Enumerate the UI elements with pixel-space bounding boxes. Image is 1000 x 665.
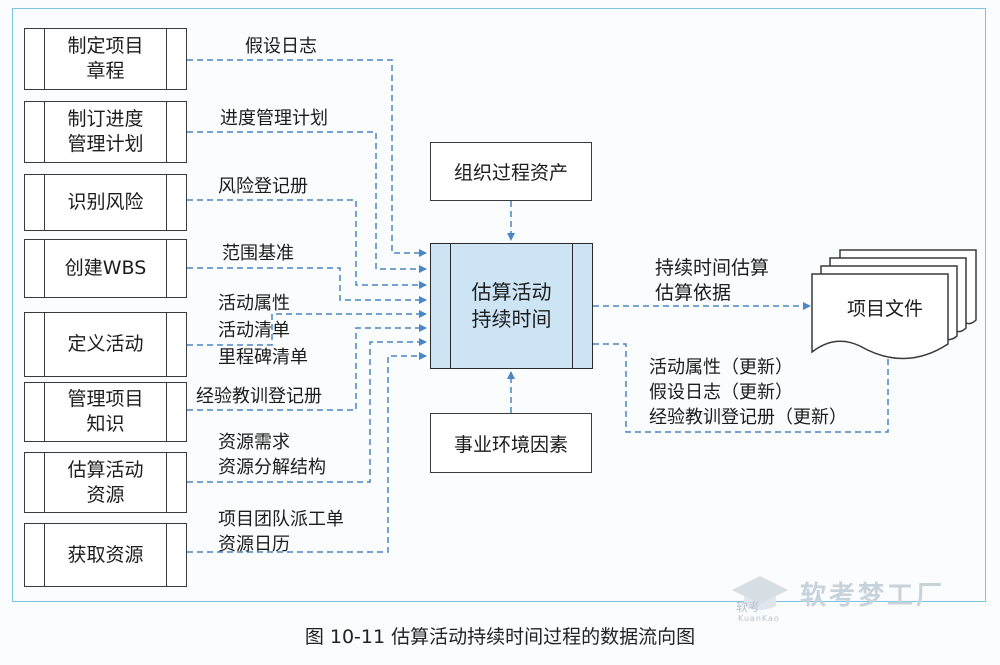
flow-line-schedule-plan [187,131,427,273]
figure-caption: 图 10-11 估算活动持续时间过程的数据流向图 [304,626,696,648]
flow-line-acquire [187,352,427,553]
flow-line-activity [187,310,427,346]
project-documents-icon [811,249,977,360]
flow-line-output-update [593,343,892,433]
flow-label-3: 范围基准 [222,243,294,264]
input-process-6: 估算活动 资源 [24,452,187,513]
output-main-label: 持续时间估算 估算依据 [655,257,770,304]
flow-label-7: 项目团队派工单 资源日历 [218,509,344,555]
flow-label-5: 经验教训登记册 [196,386,322,407]
output-update-label: 活动属性（更新） 假设日志（更新） 经验教训登记册（更新） [649,357,847,428]
flow-line-resources [187,338,427,483]
diagram-frame [12,8,986,602]
flow-label-1: 进度管理计划 [220,108,328,129]
flow-line-risk-register [187,199,427,289]
input-process-2: 识别风险 [24,174,187,231]
flow-line-assumption-log [187,59,427,257]
flow-label-0: 假设日志 [245,36,317,57]
project-documents-label: 项目文件 [847,298,924,320]
input-process-7: 获取资源 [24,523,187,587]
flow-line-lessons [187,324,427,411]
watermark-name: 软考梦工厂 [800,581,946,611]
input-process-0: 制定项目 章程 [24,28,187,90]
flow-label-4: 活动属性 活动清单 里程碑清单 [218,293,308,368]
center-process: 估算活动 持续时间 [430,243,593,369]
watermark-logo-icon [732,576,788,610]
input-process-5: 管理项目 知识 [24,382,187,442]
watermark-logo-text: 软考 [736,600,761,614]
flow-label-2: 风险登记册 [218,176,308,197]
enterprise-environmental-factors: 事业环境因素 [430,413,592,473]
input-process-3: 创建WBS [24,239,187,298]
organizational-process-assets: 组织过程资产 [430,142,592,201]
input-process-4: 定义活动 [24,312,187,377]
watermark-logo-subtext: KuanKao [738,614,780,623]
flow-label-6: 资源需求 资源分解结构 [218,432,326,478]
input-process-1: 制订进度 管理计划 [24,101,187,163]
